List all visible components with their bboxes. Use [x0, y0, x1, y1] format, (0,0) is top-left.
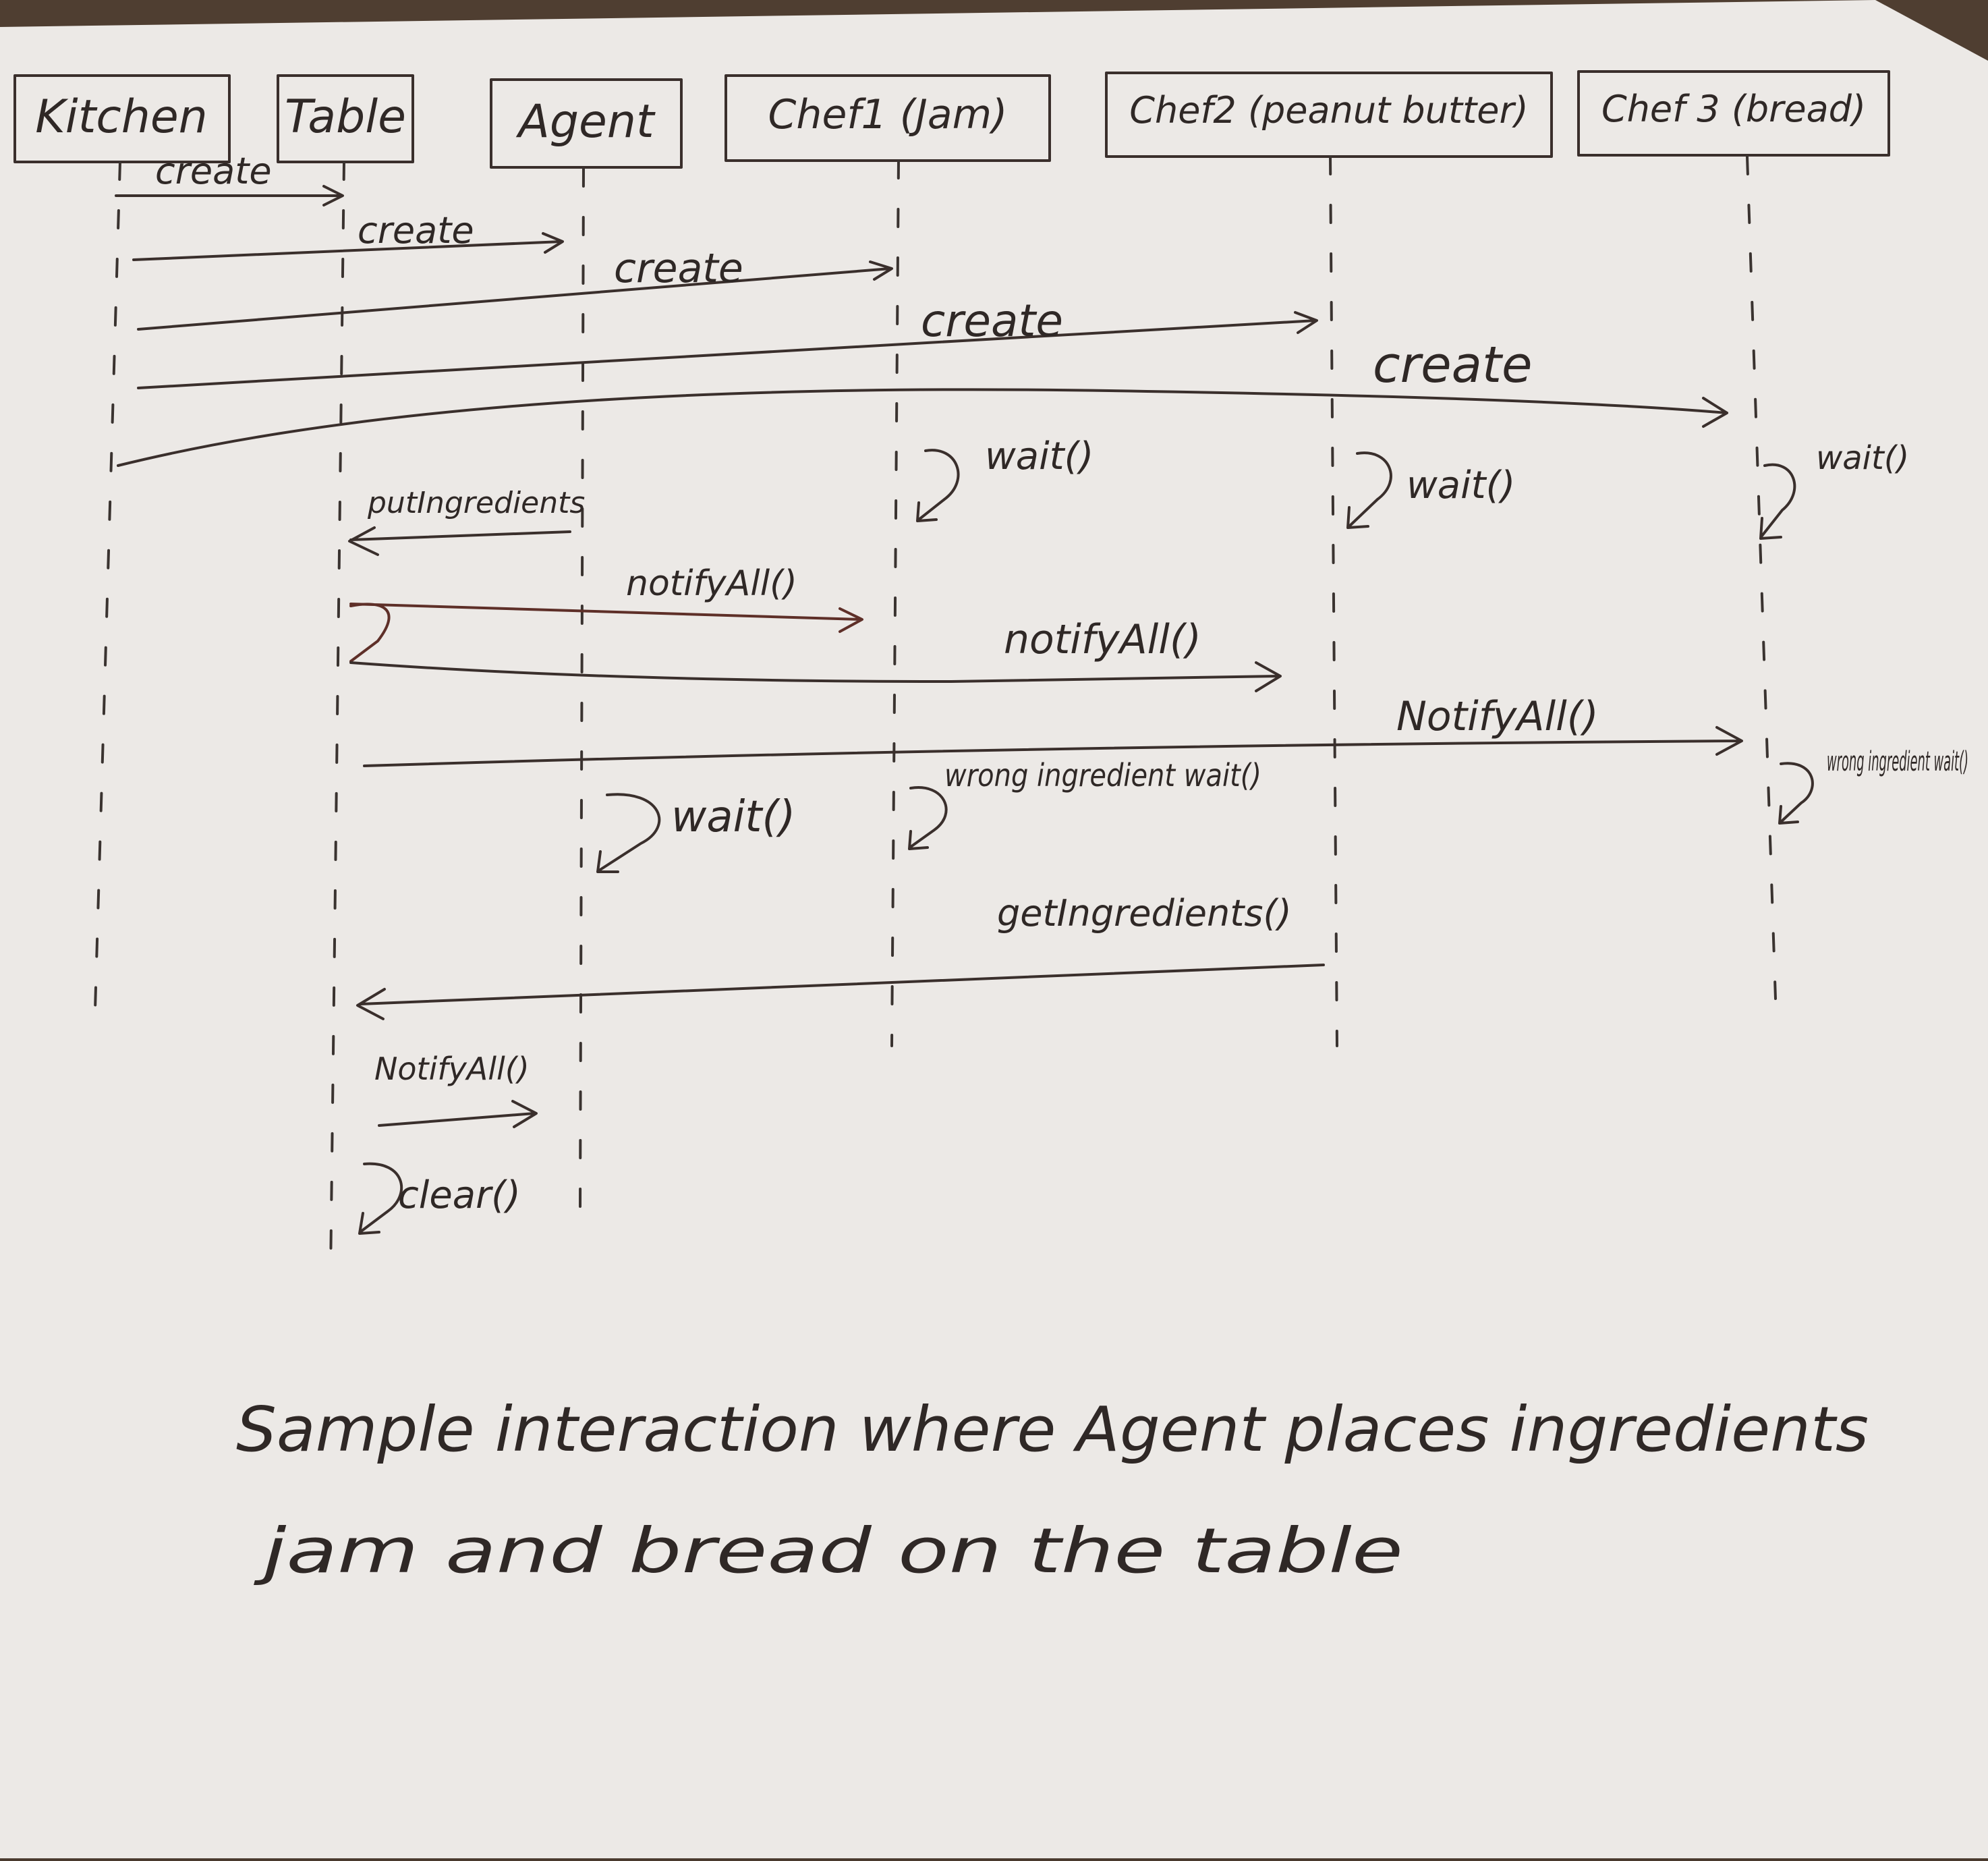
message-create-chef1: create — [137, 245, 893, 331]
self-call-chef3-wrong-ingredient: wrong ingredient wait() — [1778, 746, 1968, 825]
message-label: NotifyAll() — [374, 1051, 530, 1087]
self-call-agent-wait: wait() — [596, 792, 795, 873]
message-label: create — [921, 295, 1063, 347]
self-call-chef2-wait: wait() — [1346, 451, 1515, 529]
message-label: notifyAll() — [626, 563, 797, 604]
message-label: wait() — [1816, 439, 1909, 477]
participant-label-table: Table — [285, 90, 406, 144]
message-label: wait() — [1407, 464, 1515, 507]
message-label: wrong ingredient wait() — [1827, 746, 1968, 777]
message-label: create — [155, 150, 272, 192]
participant-agent: Agent — [490, 78, 683, 169]
participant-chef3: Chef 3 (bread) — [1577, 70, 1890, 157]
message-notifyall-chef1: notifyAll() — [349, 563, 863, 663]
lifeline-kitchen — [93, 161, 121, 1034]
message-label: getIngredients() — [997, 892, 1292, 935]
message-label: notifyAll() — [1004, 616, 1201, 663]
message-label: create — [1373, 336, 1533, 394]
self-call-chef1-wait: wait() — [916, 435, 1094, 522]
participant-chef2: Chef2 (peanut butter) — [1105, 72, 1553, 158]
message-label: wait() — [985, 435, 1094, 478]
participant-label-chef2: Chef2 (peanut butter) — [1129, 89, 1528, 132]
participant-label-kitchen: Kitchen — [35, 90, 208, 144]
message-label: wrong ingredient wait() — [944, 757, 1261, 794]
participant-label-chef3: Chef 3 (bread) — [1601, 88, 1866, 130]
message-notifyall-agent: NotifyAll() — [374, 1051, 538, 1128]
caption-line-2: jam and bread on the table — [253, 1515, 1403, 1587]
message-label: create — [358, 209, 474, 252]
message-notifyall-chef3: NotifyAll() — [363, 693, 1743, 767]
lifeline-chef1 — [890, 159, 900, 1047]
message-label: putIngredients — [367, 486, 585, 520]
message-create-chef2: create — [137, 295, 1318, 389]
message-create-chef3: create — [117, 336, 1728, 467]
participant-label-chef1: Chef1 (Jam) — [768, 91, 1008, 138]
caption-line-1: Sample interaction where Agent places in… — [236, 1393, 1869, 1466]
message-getingredients: getIngredients() — [356, 892, 1325, 1020]
self-call-chef1-wrong-ingredient: wrong ingredient wait() — [908, 757, 1261, 850]
message-putingredients: putIngredients — [348, 486, 585, 556]
lifeline-chef2 — [1329, 155, 1338, 1047]
participant-label-agent: Agent — [515, 95, 656, 148]
self-call-chef3-wait: wait() — [1759, 439, 1909, 540]
message-label: clear() — [398, 1173, 521, 1217]
message-notifyall-chef2: notifyAll() — [349, 616, 1282, 692]
message-label: NotifyAll() — [1396, 693, 1599, 740]
message-create-table: create — [115, 150, 344, 206]
message-label: create — [614, 245, 743, 292]
self-call-table-clear: clear() — [358, 1162, 521, 1235]
message-create-agent: create — [132, 209, 564, 261]
message-label: wait() — [671, 792, 795, 842]
participant-chef1: Chef1 (Jam) — [725, 74, 1051, 162]
lifeline-table — [329, 161, 345, 1277]
participant-kitchen: Kitchen — [13, 74, 231, 163]
